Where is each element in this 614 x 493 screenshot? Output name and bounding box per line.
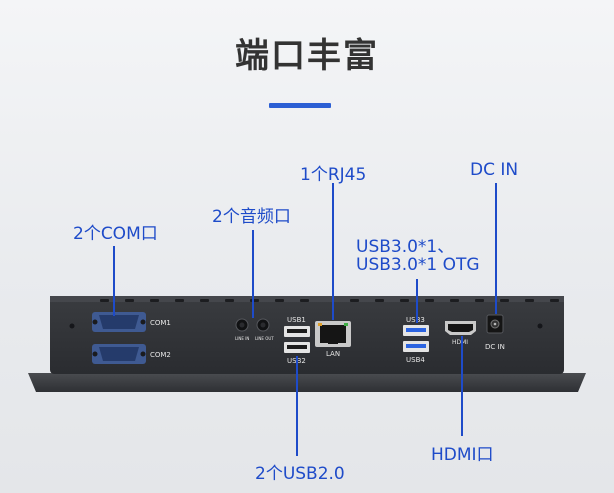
usb3-port [403, 325, 429, 336]
audio-jacks [235, 318, 270, 332]
usb2-port [284, 342, 310, 353]
hdmi-port [445, 321, 476, 335]
hdmi-port-label: HDMI [452, 339, 468, 346]
label-usb2: 2个USB2.0 [255, 464, 345, 484]
label-rj45: 1个RJ45 [300, 165, 367, 185]
screw-right [537, 323, 543, 329]
dc-in-port [486, 314, 504, 334]
usb1-label: USB1 [287, 316, 306, 324]
label-usb3-line2: USB3.0*1 OTG [356, 255, 480, 275]
usb4-label: USB4 [406, 356, 425, 364]
leader-hdmi [461, 336, 463, 436]
leader-usb3 [416, 279, 418, 323]
com1-port [92, 312, 146, 332]
usb1-port [284, 326, 310, 337]
label-dcin: DC IN [470, 160, 519, 180]
screw-left [69, 323, 75, 329]
leader-audio [252, 230, 254, 318]
com2-port [92, 344, 146, 364]
label-com: 2个COM口 [73, 224, 158, 244]
title-underline [269, 103, 331, 108]
label-usb3-line1: USB3.0*1、 [356, 237, 455, 257]
lan-port [315, 321, 351, 347]
com2-label: COM2 [150, 351, 171, 359]
chassis-base [28, 373, 586, 392]
leader-usb2 [296, 356, 298, 456]
label-hdmi: HDMI口 [431, 445, 494, 465]
page-title: 端口丰富 [235, 36, 379, 76]
lan-label: LAN [326, 350, 340, 358]
dc-in-label: DC IN [485, 343, 505, 351]
line-in-label: LINE IN [235, 336, 249, 341]
label-audio: 2个音频口 [212, 207, 291, 227]
usb3-label: USB3 [406, 316, 425, 324]
com1-label: COM1 [150, 319, 171, 327]
leader-dcin [495, 183, 497, 314]
vent-slots [100, 299, 559, 302]
line-out-label: LINE OUT [255, 336, 274, 341]
usb4-port [403, 341, 429, 352]
leader-com [113, 246, 115, 316]
leader-rj45 [332, 183, 334, 320]
